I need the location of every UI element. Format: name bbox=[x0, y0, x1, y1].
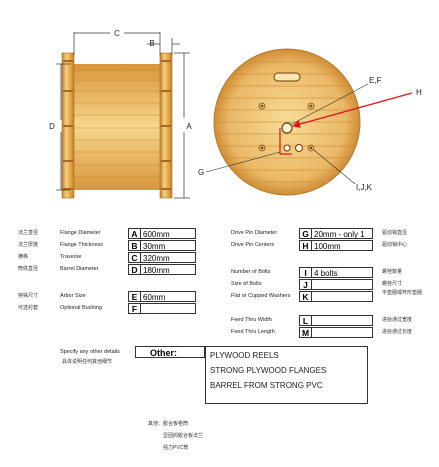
other-line-2: STRONG PLYWOOD FLANGES bbox=[210, 366, 327, 375]
other-title: Other: bbox=[150, 348, 177, 358]
dim-d-label: D bbox=[49, 122, 55, 131]
other-line-3: BARREL FROM STRONG PVC bbox=[210, 381, 323, 390]
spec-a-label: Flange Diameter bbox=[60, 230, 101, 236]
spec-c-cn: 横移 bbox=[18, 254, 29, 260]
spec-g-cn: 驱动销直径 bbox=[382, 230, 408, 236]
spec-l-label: Feed Thru Width bbox=[231, 317, 272, 323]
spec-b-label: Flange Thickness bbox=[60, 242, 104, 248]
barrel bbox=[72, 64, 164, 190]
spec-e-value[interactable]: 60mm bbox=[140, 291, 196, 302]
spec-j-value[interactable] bbox=[311, 279, 373, 290]
dim-a-label: A bbox=[186, 122, 192, 131]
callout-ijk: I,J,K bbox=[356, 183, 373, 192]
reel-drawing: C B D A bbox=[49, 29, 422, 199]
spec-b-value[interactable]: 30mm bbox=[140, 240, 196, 251]
spec-f-value[interactable] bbox=[140, 303, 196, 314]
drive-pin-centers-line bbox=[279, 128, 292, 155]
dim-b-label: B bbox=[149, 39, 154, 48]
spec-f-cn: 可选衬套 bbox=[18, 305, 39, 311]
callout-ef: E,F bbox=[369, 76, 382, 85]
spec-j-label: Size of Bolts bbox=[231, 281, 262, 287]
other-prompt: Specify any other details bbox=[60, 349, 120, 355]
spec-h-label: Drive Pin Centers bbox=[231, 242, 275, 248]
note-cn-2: 坚固的胶合板法兰 bbox=[163, 433, 204, 439]
spec-e-label: Arbor Size bbox=[60, 293, 86, 299]
spec-b-cn: 法兰厚度 bbox=[18, 242, 39, 248]
spec-d-cn: 筒体直径 bbox=[18, 266, 39, 272]
spec-d-value[interactable]: 180mm bbox=[140, 264, 196, 275]
spec-c-label: Traverse bbox=[60, 254, 82, 260]
spec-m-value[interactable] bbox=[311, 327, 373, 338]
other-title-box: Other: bbox=[135, 346, 205, 358]
spec-l-cn: 进给通过宽度 bbox=[382, 317, 413, 323]
spec-l-value[interactable] bbox=[311, 315, 373, 326]
spec-g-value[interactable]: 20mm - only 1 bbox=[311, 228, 373, 239]
spec-i-label: Number of Bolts bbox=[231, 269, 271, 275]
note-cn-3: 强力PVC筒 bbox=[163, 445, 189, 451]
reel-side-view: C B D A bbox=[49, 29, 192, 199]
other-line-1: PLYWOOD REELS bbox=[210, 351, 279, 360]
hand-slot bbox=[273, 72, 301, 82]
note-cn-1: 其他：胶合板卷筒 bbox=[148, 421, 189, 427]
spec-f-label: Optional Bushing bbox=[60, 305, 102, 311]
spec-h-cn: 驱动销中心 bbox=[382, 242, 408, 248]
callout-g: G bbox=[198, 168, 204, 177]
spec-a-value[interactable]: 600mm bbox=[140, 228, 196, 239]
dim-c-label: C bbox=[114, 29, 120, 38]
spec-c-value[interactable]: 320mm bbox=[140, 252, 196, 263]
spec-e-cn: 特殊尺寸 bbox=[18, 293, 39, 299]
spec-g-label: Drive Pin Diameter bbox=[231, 230, 278, 236]
spec-i-value[interactable]: 4 bolts bbox=[311, 267, 373, 278]
pointer-h bbox=[292, 92, 413, 128]
arbor-hole bbox=[281, 122, 293, 134]
callout-h: H bbox=[416, 88, 422, 97]
bolt-holes bbox=[258, 102, 315, 152]
other-details-field[interactable]: PLYWOOD REELS STRONG PLYWOOD FLANGES BAR… bbox=[205, 346, 368, 404]
spec-h-value[interactable]: 100mm bbox=[311, 240, 373, 251]
spec-m-label: Feed Thru Length bbox=[231, 329, 275, 335]
other-prompt-cn: 具体说明任何其他细节 bbox=[62, 359, 113, 365]
drive-pin-hole bbox=[295, 144, 303, 152]
spec-a-cn: 法兰直径 bbox=[18, 230, 39, 236]
reel-front-view: E,F H G I,J,K bbox=[198, 48, 422, 196]
spec-d-label: Barrel Diameter bbox=[60, 266, 99, 272]
spec-i-cn: 螺栓数量 bbox=[382, 269, 403, 275]
spec-j-cn: 螺栓尺寸 bbox=[382, 281, 403, 287]
spec-k-cn: 平垫圈或杯形垫圈 bbox=[382, 290, 423, 296]
spec-k-value[interactable] bbox=[311, 291, 373, 302]
spec-m-cn: 进给通过长度 bbox=[382, 329, 413, 335]
spec-k-label: Flat or Cupped Washers bbox=[231, 293, 291, 299]
